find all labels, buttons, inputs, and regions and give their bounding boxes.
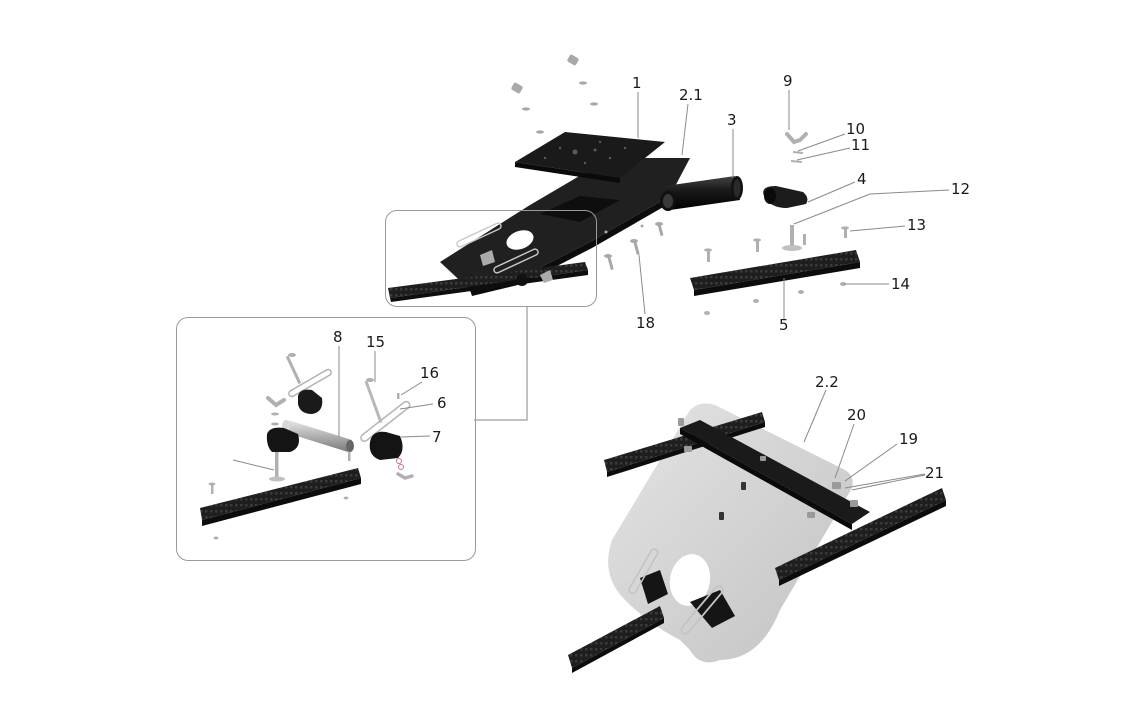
detail-highlight-box-front	[385, 210, 597, 307]
callout-11: 11	[851, 136, 871, 154]
callout-12: 12	[951, 180, 971, 198]
callout-5: 5	[779, 316, 789, 334]
callout-10: 10	[846, 120, 866, 138]
callout-3: 3	[727, 111, 737, 129]
callout-13: 13	[907, 216, 927, 234]
callout-14: 14	[891, 275, 911, 293]
right-side-parts	[690, 132, 860, 315]
callout-9: 9	[783, 72, 793, 90]
callout-16: 16	[420, 364, 440, 382]
detail-parts	[200, 353, 414, 540]
callout-8: 8	[333, 328, 343, 346]
callout-2-2: 2.2	[815, 373, 839, 391]
callout-18: 18	[636, 314, 656, 332]
leader-lines	[338, 90, 950, 491]
callout-4: 4	[857, 170, 867, 188]
callout-20: 20	[847, 406, 867, 424]
callout-1: 1	[632, 74, 642, 92]
callout-19: 19	[899, 430, 919, 448]
detail-connector-line	[474, 307, 528, 421]
callout-2-1: 2.1	[679, 86, 703, 104]
callout-7: 7	[432, 428, 442, 446]
detail-exploded-box	[176, 317, 476, 561]
loose-fasteners-top	[511, 54, 664, 271]
assembled-view	[568, 403, 946, 673]
callout-15: 15	[366, 333, 386, 351]
callout-6: 6	[437, 394, 447, 412]
callout-21: 21	[925, 464, 945, 482]
main-carbon-plate-assembly	[388, 132, 743, 302]
